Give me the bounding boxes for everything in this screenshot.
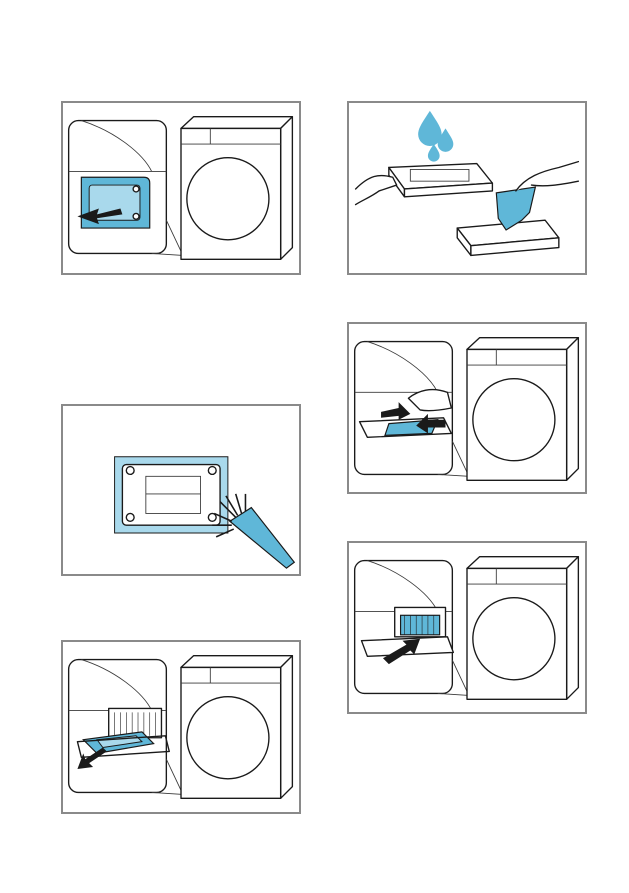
figure-pull-out-drawer bbox=[61, 640, 301, 814]
illustration-rinse-filter-drawer bbox=[349, 103, 585, 273]
figure-brush-filter bbox=[61, 404, 301, 576]
illustration-pull-out-drawer bbox=[63, 642, 299, 812]
hand-icon bbox=[356, 175, 397, 204]
water-drops-icon bbox=[418, 111, 453, 162]
figure-insert-filter bbox=[347, 541, 587, 714]
figure-rinse-filter-drawer bbox=[347, 101, 587, 275]
hand-icon bbox=[516, 162, 579, 191]
illustration-brush-filter bbox=[63, 406, 299, 574]
illustration-remove-filter-drawer bbox=[63, 103, 299, 273]
figure-remove-sponge bbox=[347, 322, 587, 494]
illustration-insert-filter bbox=[349, 543, 585, 712]
illustration-remove-sponge bbox=[349, 324, 585, 492]
figure-remove-filter-drawer bbox=[61, 101, 301, 275]
